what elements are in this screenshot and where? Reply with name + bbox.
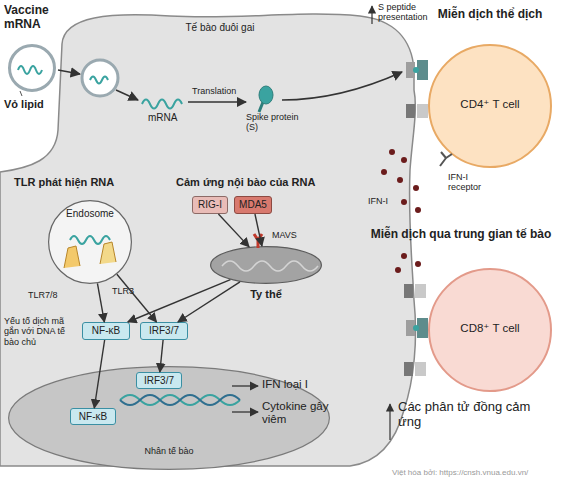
part-label: Các phân tử đồng cảm ứng [398,400,548,430]
mitochondrion-outline [210,246,322,284]
node-text: MDA5 [239,199,267,211]
cd8-t-cell-shape [429,269,551,391]
part-label: Vỏ lipid [4,98,64,111]
node-text: Miễn dịch qua trung gian tế bào [356,228,566,242]
irf-box: IRF3/7 [140,322,188,340]
node-text: RIG-I [198,199,222,211]
part-label: mRNA [148,112,188,124]
node-text: Vaccine mRNA [4,4,74,32]
ifn-dot [413,185,419,191]
part-label: IFN-I [368,196,398,206]
node-text: IRF3/7 [149,325,179,337]
cd8-t-cell: Miễn dịch qua trung gian tế bàoCD8⁺ T ce… [428,268,552,392]
node-text: CD4⁺ T cell [440,98,540,111]
endosome: Endosome [48,200,132,284]
costim-receptor [415,362,426,376]
irf-box: IRF3/7 [136,372,182,389]
part-label: Spike protein (S) [246,112,304,133]
note-label: Yếu tố dịch mã gắn với DNA tế bào chủ [4,316,80,347]
ifn-dot [415,261,421,267]
leader-line [20,91,22,96]
node-text: NF-κB [92,325,120,337]
node-text: Nhân tế bào [129,446,209,456]
part-label: TLR3 [112,286,142,296]
part-label: TLR7/8 [28,290,68,300]
cd4-t-cell: Miễn dịch thể dịchCD4⁺ T cell [428,44,552,168]
watermark: Việt hóa bởi: https://cnsh.vnua.edu.vn/ [392,468,572,477]
node-text: CD8⁺ T cell [440,322,540,335]
node-text: Tế bào đuôi gai [150,22,290,34]
ifn-dot [415,207,421,213]
node-text: Endosome [55,208,125,220]
ifn-receptor [440,152,452,166]
part-label: MAVS [272,230,308,240]
node-text: Ty thể [236,288,296,301]
nfkb-box: NF-κB [70,408,116,425]
tcr-molecule [417,318,428,338]
tcr-molecule [417,60,428,80]
process-label: S peptide presentation [378,2,440,23]
section-heading: Cảm ứng nội bào của RNA [176,176,376,189]
mitochondrion-shape [211,247,322,284]
output-label: IFN loại I [262,378,342,391]
nfkb-box: NF-κB [82,322,130,340]
costim-receptor [415,284,426,298]
output-label: Cytokine gây viêm [262,400,342,426]
node-text: NF-κB [79,411,107,423]
lipid-nanoparticle-outline [8,44,56,92]
mda5-box: MDA5 [234,196,272,214]
costim-receptor [417,104,428,118]
lipid-nanoparticle-shape [10,46,55,91]
part-label: IFN-I receptor [448,172,498,193]
process-label: Translation [192,86,248,96]
endosome-shape [49,201,132,284]
section-heading: TLR phát hiện RNA [14,176,164,189]
mitochondrion: Ty thể [210,246,322,284]
lipid-nanoparticle: Vaccine mRNA [8,44,56,92]
node-text: Miễn dịch thể dịch [420,8,560,22]
node-text: IRF3/7 [144,375,174,387]
rig-i-box: RIG-I [192,196,228,214]
cd4-t-cell-shape [429,45,551,167]
